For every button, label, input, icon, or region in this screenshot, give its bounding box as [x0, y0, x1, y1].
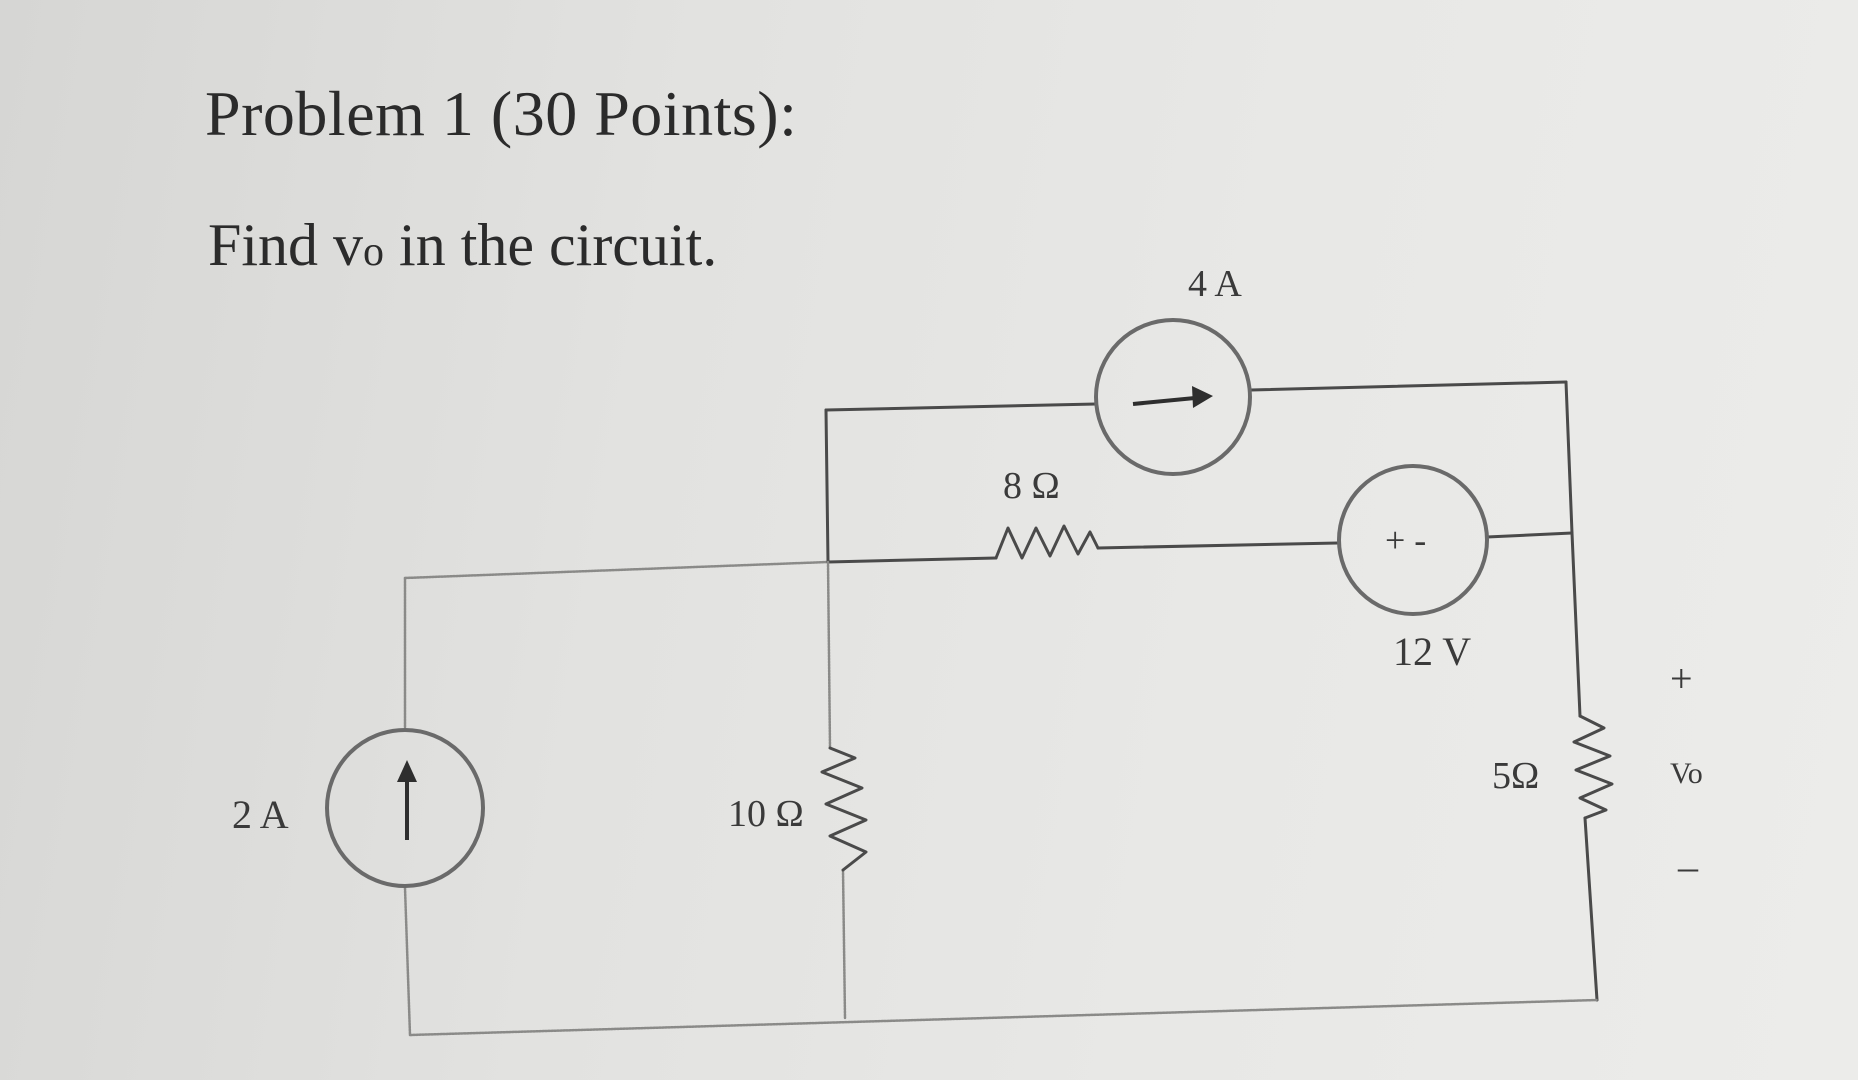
ten-ohm-wire-top	[826, 560, 832, 750]
voltage-source-12v: + - 12 V	[1337, 464, 1489, 674]
current-source-2a: 2 A	[232, 728, 485, 888]
resistor-5-ohm-zigzag	[1572, 714, 1614, 820]
output-voltage-label: Vo	[1670, 757, 1703, 790]
resistor-5-ohm-label: 5Ω	[1492, 755, 1539, 797]
resistor-10-ohm: 10 Ω	[728, 746, 868, 872]
resistor-5-ohm: 5Ω	[1492, 714, 1614, 820]
instruction-subscript: o	[363, 229, 385, 275]
resistor-8-ohm-zigzag	[994, 524, 1100, 560]
resistor-10-ohm-label: 10 Ω	[728, 793, 804, 835]
middle-wire-to-8ohm	[826, 556, 998, 564]
resistor-8-ohm: 8 Ω	[994, 465, 1100, 560]
voltage-source-12v-circle	[1337, 464, 1489, 616]
current-source-4a-label: 4 A	[1188, 263, 1242, 305]
output-voltage-plus: +	[1670, 656, 1693, 701]
resistor-10-ohm-zigzag	[820, 746, 868, 872]
ten-ohm-wire-bottom	[841, 868, 847, 1020]
right-arrow-icon	[1132, 386, 1213, 408]
up-arrow-icon	[397, 760, 417, 840]
problem-heading: Problem 1 (30 Points):	[205, 78, 798, 149]
upper-loop-top-wire-left	[824, 402, 1098, 412]
current-source-4a: 4 A	[1094, 263, 1252, 476]
right-wire-upper	[1564, 380, 1574, 535]
voltage-source-12v-polarity: + -	[1385, 520, 1426, 560]
circuit-wires	[403, 380, 1599, 1037]
bottom-wire	[408, 998, 1599, 1037]
output-voltage-minus: –	[1677, 844, 1699, 889]
problem-instruction: Find vo in the circuit.	[208, 215, 717, 275]
current-source-2a-label: 2 A	[232, 792, 289, 837]
right-wire-lower	[1583, 816, 1599, 1002]
upper-loop-top-wire-right	[1249, 380, 1568, 392]
instruction-prefix: Find v	[208, 212, 364, 278]
resistor-8-ohm-label: 8 Ω	[1003, 465, 1060, 507]
voltage-source-12v-label: 12 V	[1393, 629, 1471, 674]
middle-wire-8ohm-to-12v	[1096, 541, 1340, 550]
upper-loop-left-wire	[824, 408, 830, 564]
right-wire-to-5ohm	[1570, 531, 1582, 718]
instruction-suffix: in the circuit.	[384, 212, 718, 278]
middle-wire-12v-to-right	[1485, 531, 1574, 539]
left-wire-bottom	[403, 886, 412, 1037]
current-source-4a-circle	[1094, 318, 1252, 476]
middle-wire-left	[403, 560, 830, 580]
output-voltage-vo: + Vo –	[1670, 656, 1703, 889]
current-source-2a-circle	[325, 728, 485, 888]
